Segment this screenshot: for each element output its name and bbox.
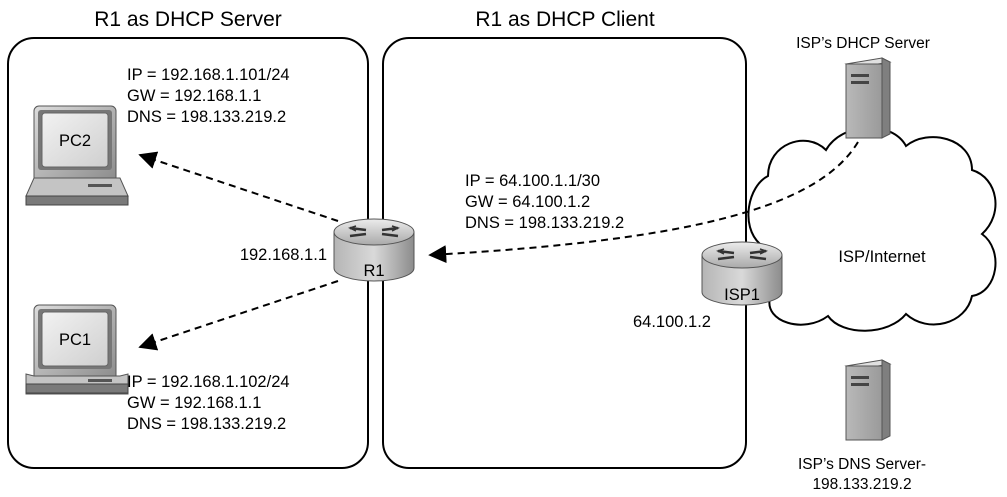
pc1-dns: DNS = 198.133.219.2: [127, 415, 286, 433]
pc2-dns: DNS = 198.133.219.2: [127, 108, 286, 126]
pc1-gw: GW = 192.168.1.1: [127, 394, 261, 412]
pc2-gw: GW = 192.168.1.1: [127, 87, 261, 105]
r1-address: 192.168.1.1: [240, 246, 327, 264]
pc2-ip: IP = 192.168.1.101/24: [127, 66, 290, 84]
pc2-label: PC2: [59, 132, 91, 150]
arrow-r1-to-pc2: [138, 151, 339, 222]
dns-server-icon: [844, 359, 892, 441]
internet-cloud: [746, 126, 997, 332]
client-gw: GW = 64.100.1.2: [465, 193, 590, 211]
isp1-label: ISP1: [724, 286, 760, 304]
pc1-label: PC1: [59, 331, 91, 349]
client-dns: DNS = 198.133.219.2: [465, 214, 624, 232]
cloud-label: ISP/Internet: [838, 248, 926, 266]
pc2-computer-icon: PC2: [25, 105, 129, 206]
client-panel-title: R1 as DHCP Client: [475, 8, 655, 31]
isp1-router-icon: ISP1: [701, 241, 783, 306]
pc1-computer-icon: PC1: [25, 304, 129, 395]
pc1-ip: IP = 192.168.1.102/24: [127, 373, 290, 391]
server-panel-title: R1 as DHCP Server: [94, 8, 282, 31]
arrow-dhcp-server-to-r1: [428, 141, 859, 264]
isp1-address: 64.100.1.2: [633, 313, 711, 331]
arrow-r1-to-pc1: [138, 280, 339, 351]
dns-server-label: ISP’s DNS Server-: [798, 456, 926, 473]
dhcp-server-icon: [844, 57, 892, 139]
dhcp-server-label: ISP’s DHCP Server: [796, 35, 930, 52]
dns-server-address: 198.133.219.2: [812, 476, 911, 493]
r1-label: R1: [363, 262, 384, 280]
client-panel-frame: [382, 37, 747, 469]
client-ip: IP = 64.100.1.1/30: [465, 172, 600, 190]
r1-router-icon: R1: [333, 218, 415, 282]
